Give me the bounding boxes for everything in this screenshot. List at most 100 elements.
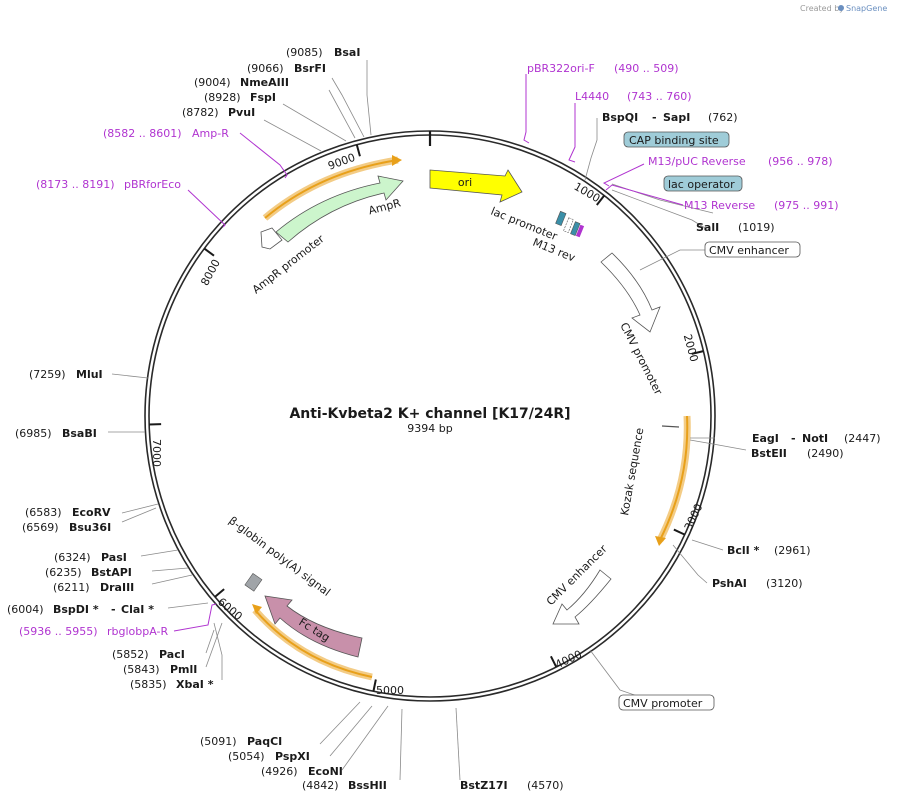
rbglobpa-r-name[interactable]: rbglobpA-R [107,625,168,638]
ampr-primer-name[interactable]: Amp-R [192,127,229,140]
paci-name[interactable]: PacI [159,648,185,661]
ampr-promoter-feature[interactable] [260,227,283,250]
bspdi-name[interactable]: BspDI * [53,603,99,616]
draiii-pos: (6211) [53,581,90,594]
bsrfi-pos: (9066) [247,62,284,75]
ecorv-name[interactable]: EcoRV [72,506,111,519]
rbglobpa-r-range: (5936 .. 5955) [19,625,98,638]
pshai-name[interactable]: PshAI [712,577,747,590]
pvui-name[interactable]: PvuI [228,106,255,119]
snapgene-brand: SnapGene [846,4,887,13]
bsabi-pos: (6985) [15,427,52,440]
bsrfi-name[interactable]: BsrFI [294,62,326,75]
kozak-orf-line [659,415,689,541]
pmli-name[interactable]: PmlI [170,663,197,676]
bsabi-name[interactable]: BsaBI [62,427,97,440]
clai-name[interactable]: ClaI * [121,603,154,616]
bcli-pos: (2961) [774,544,811,557]
ori-feature[interactable] [429,169,523,203]
pbr322ori-f-name[interactable]: pBR322ori-F [527,62,595,75]
kozak-orf-arrowhead [655,536,666,546]
bcli-name[interactable]: BclI * [727,544,760,557]
paqci-pos: (5091) [200,735,237,748]
polyA-feature[interactable] [244,572,263,592]
pasi-pos: (6324) [54,551,91,564]
cmv-promoter-feature-1[interactable] [600,252,661,333]
pbr322ori-f-range: (490 .. 509) [614,62,679,75]
cmv-enhancer-feature-2[interactable] [552,569,612,625]
xbai-name[interactable]: XbaI * [176,678,214,691]
m13rev-name[interactable]: M13 Reverse [684,199,755,212]
m13rev-feature[interactable] [575,224,585,238]
ampr-primer-range: (8582 .. 8601) [103,127,182,140]
bsteii-name[interactable]: BstEII [751,447,787,460]
tick-label-3000: 3000 [682,502,706,533]
tick-mark-9000 [355,144,361,157]
l4440-name[interactable]: L4440 [575,90,609,103]
noti-name[interactable]: NotI [802,432,828,445]
bspdi-pos: (6004) [7,603,44,616]
fc-tag-feature[interactable] [264,595,363,658]
tick-label-2000: 2000 [681,333,701,363]
lac-promoter-label: lac promoter [489,205,560,244]
bsshii-name[interactable]: BssHII [348,779,387,792]
lac-promoter-feature[interactable] [563,217,574,234]
bsai-name[interactable]: BsaI [334,46,360,59]
bspqi-name[interactable]: BspQI [602,111,638,124]
sali-name[interactable]: SalI [696,221,719,234]
pbrforeco-name[interactable]: pBRforEco [124,178,181,191]
sapi-name[interactable]: SapI [663,111,690,124]
pasi-name[interactable]: PasI [101,551,127,564]
cmv-promoter-box[interactable] [618,694,715,711]
pshai-pos: (3120) [766,577,803,590]
m13puc-name[interactable]: M13/pUC Reverse [648,155,746,168]
bspdi-sep: - [111,603,116,616]
ampr-feature[interactable] [275,175,404,243]
pvui-pos: (8782) [182,106,219,119]
m13puc-range: (956 .. 978) [768,155,833,168]
paci-pos: (5852) [112,648,149,661]
kozak-orf-highlight [656,415,691,542]
nmeaiii-name[interactable]: NmeAIII [240,76,289,89]
paqci-name[interactable]: PaqCI [247,735,282,748]
cap-box[interactable] [623,131,730,148]
primer-leaders [173,74,684,632]
eagi-name[interactable]: EagI [752,432,779,445]
bsu36i-pos: (6569) [22,521,59,534]
econi-name[interactable]: EcoNI [308,765,343,778]
polyA-label: β-globin poly(A) signal [226,514,333,599]
cap-site-feature[interactable] [555,210,567,227]
mlui-name[interactable]: MluI [76,368,103,381]
bsteii-pos: (2490) [807,447,844,460]
cmv-enhancer-box-label: CMV enhancer [709,244,789,257]
cap-box-label: CAP binding site [629,134,719,147]
pspxi-name[interactable]: PspXI [275,750,310,763]
bstapi-name[interactable]: BstAPI [91,566,132,579]
tick-label-5000: 5000 [376,684,404,697]
econi-pos: (4926) [261,765,298,778]
lac-operator-box-label: lac operator [668,178,735,191]
ori-label: ori [458,176,472,189]
sali-pos: (1019) [738,221,775,234]
bspqi-pos: (762) [708,111,738,124]
pmli-pos: (5843) [123,663,160,676]
eagi-pos: (2447) [844,432,881,445]
ampr-label: AmpR [367,196,402,217]
tick-label-4000: 4000 [553,648,584,672]
bsu36i-name[interactable]: Bsu36I [69,521,111,534]
fspi-name[interactable]: FspI [250,91,276,104]
m13rev-range: (975 .. 991) [774,199,839,212]
cmv-enhancer-box[interactable] [704,241,801,258]
tick-label-7000: 7000 [150,439,163,467]
lac-operator-box[interactable] [663,175,743,192]
bstz17i-name[interactable]: BstZ17I [460,779,508,792]
bspqi-sep: - [652,111,657,124]
kozak-mark [661,425,680,428]
l4440-range: (743 .. 760) [627,90,692,103]
lac-operator-feature[interactable] [570,221,581,237]
ampr-orf-arrowhead [392,155,402,166]
tick-mark-6000 [214,588,225,598]
draiii-name[interactable]: DraIII [100,581,134,594]
bstz17i-pos: (4570) [527,779,564,792]
snapgene-logo-icon [838,5,844,11]
